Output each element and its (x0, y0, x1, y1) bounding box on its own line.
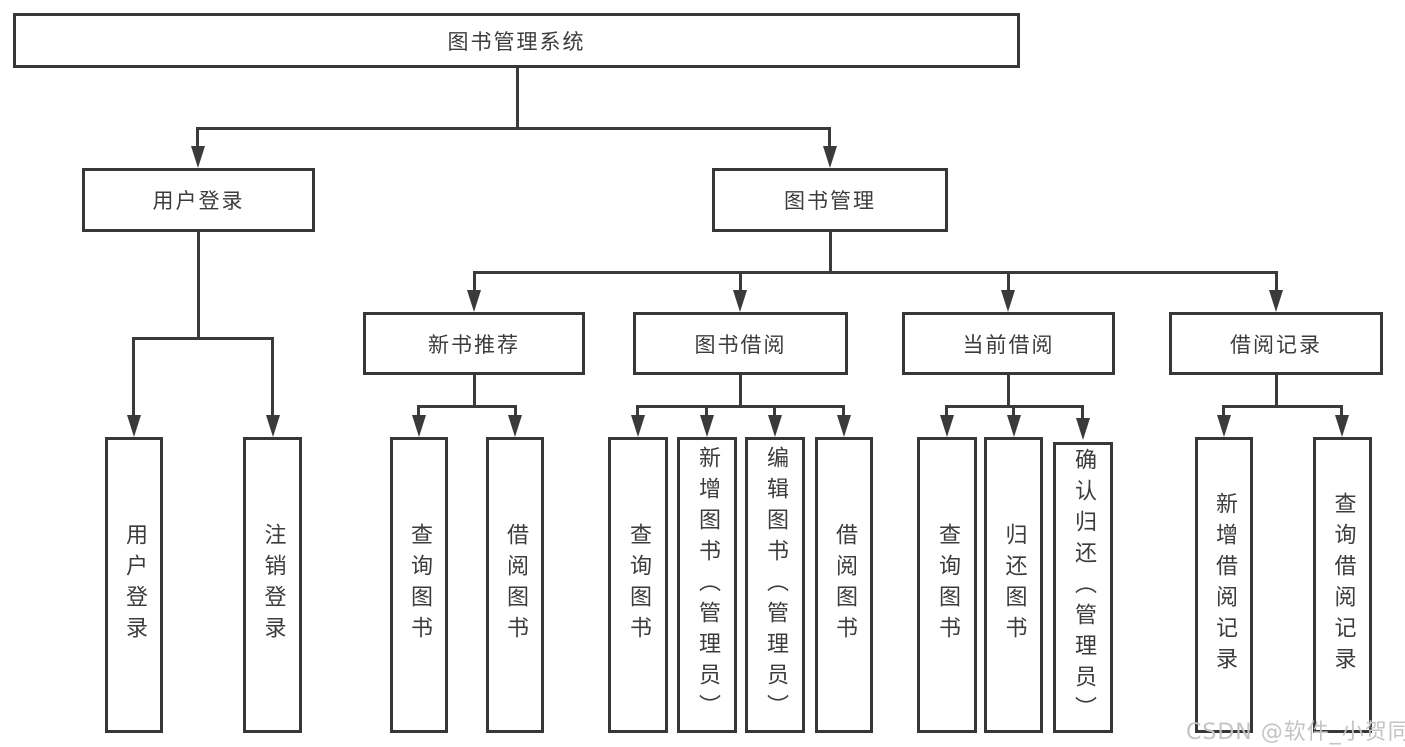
arrow-down-cb-2 (1007, 415, 1021, 437)
connector-stem-bb-3 (773, 405, 776, 417)
node-leaf-br-add-record: 新增借阅记录 (1195, 437, 1253, 733)
arrow-down-book-management (823, 146, 837, 168)
connector-stem-book-management (828, 127, 831, 150)
node-leaf-nb-query-books: 查询图书 (390, 437, 448, 733)
node-leaf-bb-add-books-admin: 新增图书（管理员） (677, 437, 737, 733)
arrow-down-bb-1 (631, 415, 645, 437)
connector-borrowing-records-rail (1223, 405, 1343, 408)
connector-new-book-drop (473, 375, 476, 405)
node-leaf-nb-borrow-books: 借阅图书 (486, 437, 544, 733)
connector-stem-cb-2 (1012, 405, 1015, 417)
leaf-label: 借阅图书 (503, 523, 528, 647)
arrow-down-nb-1 (412, 415, 426, 437)
leaf-label: 借阅图书 (832, 523, 857, 647)
connector-stem-cb-3 (1081, 405, 1084, 419)
connector-stem-current-borrowing (1007, 271, 1010, 293)
node-leaf-cb-query-books: 查询图书 (917, 437, 977, 733)
connector-stem-br-2 (1340, 405, 1343, 417)
connector-root-drop (516, 68, 519, 127)
node-leaf-br-query-record: 查询借阅记录 (1313, 437, 1372, 733)
node-user-login: 用户登录 (82, 168, 315, 232)
connector-stem-nb-1 (417, 405, 420, 417)
node-leaf-bb-edit-books-admin: 编辑图书（管理员） (745, 437, 805, 733)
connector-stem-nb-2 (514, 405, 517, 417)
connector-user-login-rail (133, 337, 274, 340)
arrow-down-borrowing-records (1269, 290, 1283, 312)
connector-stem-bb-2 (705, 405, 708, 417)
arrow-down-br-2 (1335, 415, 1349, 437)
connector-book-management-rail (474, 271, 1277, 274)
connector-borrowing-records-drop (1275, 375, 1278, 405)
arrow-down-bb-3 (768, 415, 782, 437)
leaf-label: 编辑图书（管理员） (763, 445, 788, 725)
node-book-management: 图书管理 (712, 168, 948, 232)
arrow-down-current-borrowing (1001, 290, 1015, 312)
arrow-down-user-login (191, 146, 205, 168)
arrow-down-login-leaf-1 (127, 415, 141, 437)
leaf-label: 查询图书 (935, 523, 960, 647)
connector-stem-cb-1 (945, 405, 948, 417)
connector-stem-book-borrowing (739, 271, 742, 293)
leaf-label: 归还图书 (1001, 523, 1027, 647)
node-leaf-user-login: 用户登录 (105, 437, 163, 733)
node-leaf-bb-borrow-books: 借阅图书 (815, 437, 873, 733)
arrow-down-bb-2 (700, 415, 714, 437)
connector-stem-br-1 (1222, 405, 1225, 417)
node-leaf-cb-return-books: 归还图书 (984, 437, 1043, 733)
arrow-down-book-borrowing (733, 290, 747, 312)
connector-stem-new-book (473, 271, 476, 293)
csdn-watermark: CSDN @软件_小贺同学 (1186, 720, 1405, 745)
leaf-label: 新增借阅记录 (1212, 492, 1237, 678)
connector-root-rail (197, 127, 831, 130)
connector-book-borrowing-drop (739, 375, 742, 405)
leaf-label: 注销登录 (260, 523, 286, 647)
connector-stem-login-leaf-2 (271, 337, 274, 417)
node-leaf-bb-query-books: 查询图书 (608, 437, 668, 733)
leaf-label: 确认归还（管理员） (1071, 448, 1096, 727)
connector-book-management-drop (829, 232, 832, 271)
leaf-label: 用户登录 (122, 523, 147, 647)
node-leaf-cb-confirm-return-admin: 确认归还（管理员） (1053, 442, 1113, 733)
node-library-management-system: 图书管理系统 (13, 13, 1020, 68)
connector-stem-user-login (196, 127, 199, 150)
leaf-label: 新增图书（管理员） (695, 445, 720, 725)
connector-new-book-rail (418, 405, 517, 408)
connector-user-login-drop (197, 232, 200, 337)
node-borrowing-records: 借阅记录 (1169, 312, 1383, 375)
arrow-down-br-1 (1217, 415, 1231, 437)
connector-current-borrowing-drop (1007, 375, 1010, 405)
arrow-down-nb-2 (508, 415, 522, 437)
arrow-down-cb-1 (940, 415, 954, 437)
connector-stem-login-leaf-1 (132, 337, 135, 417)
node-current-borrowing: 当前借阅 (902, 312, 1115, 375)
leaf-label: 查询借阅记录 (1330, 492, 1356, 678)
leaf-label: 查询图书 (407, 523, 432, 647)
leaf-label: 查询图书 (626, 523, 651, 647)
arrow-down-bb-4 (837, 415, 851, 437)
connector-book-borrowing-rail (637, 405, 845, 408)
connector-stem-bb-4 (842, 405, 845, 417)
arrow-down-login-leaf-2 (266, 415, 280, 437)
node-book-borrowing: 图书借阅 (633, 312, 848, 375)
node-new-book-recommend: 新书推荐 (363, 312, 585, 375)
connector-stem-borrowing-records (1275, 271, 1278, 293)
node-leaf-logout: 注销登录 (243, 437, 302, 733)
connector-stem-bb-1 (636, 405, 639, 417)
arrow-down-cb-3 (1076, 418, 1090, 440)
arrow-down-new-book (467, 290, 481, 312)
